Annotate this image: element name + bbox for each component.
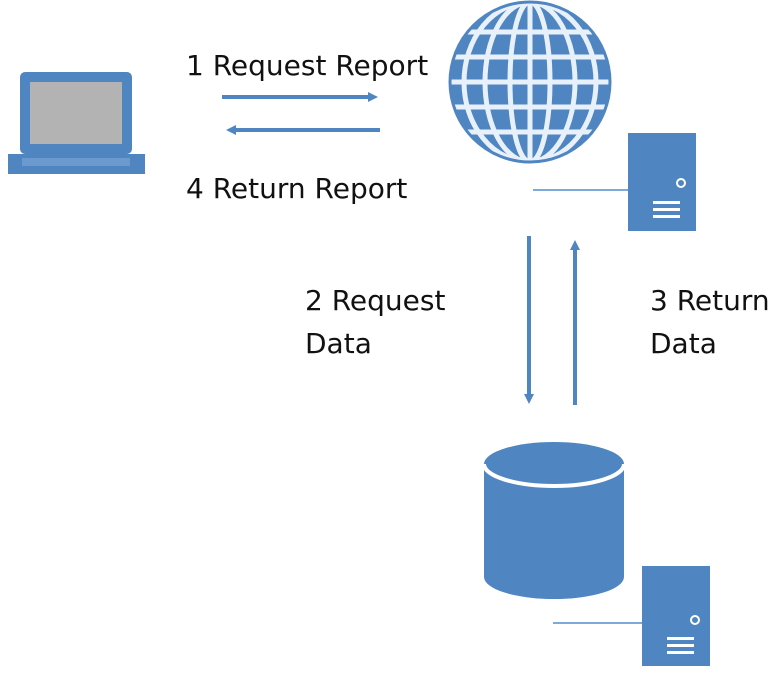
step1-label: 1 Request Report	[186, 49, 429, 82]
step2-label-line2: Data	[305, 327, 372, 360]
db-server-icon	[553, 566, 710, 666]
globe-icon	[448, 0, 612, 164]
database-icon	[482, 442, 626, 599]
step3-label-line1: 3 Return	[650, 284, 770, 317]
laptop-icon	[8, 72, 145, 174]
step4-label: 4 Return Report	[186, 172, 408, 205]
step3-label-line2: Data	[650, 327, 717, 360]
step2-label-line1: 2 Request	[305, 284, 446, 317]
web-server-icon	[533, 133, 696, 231]
